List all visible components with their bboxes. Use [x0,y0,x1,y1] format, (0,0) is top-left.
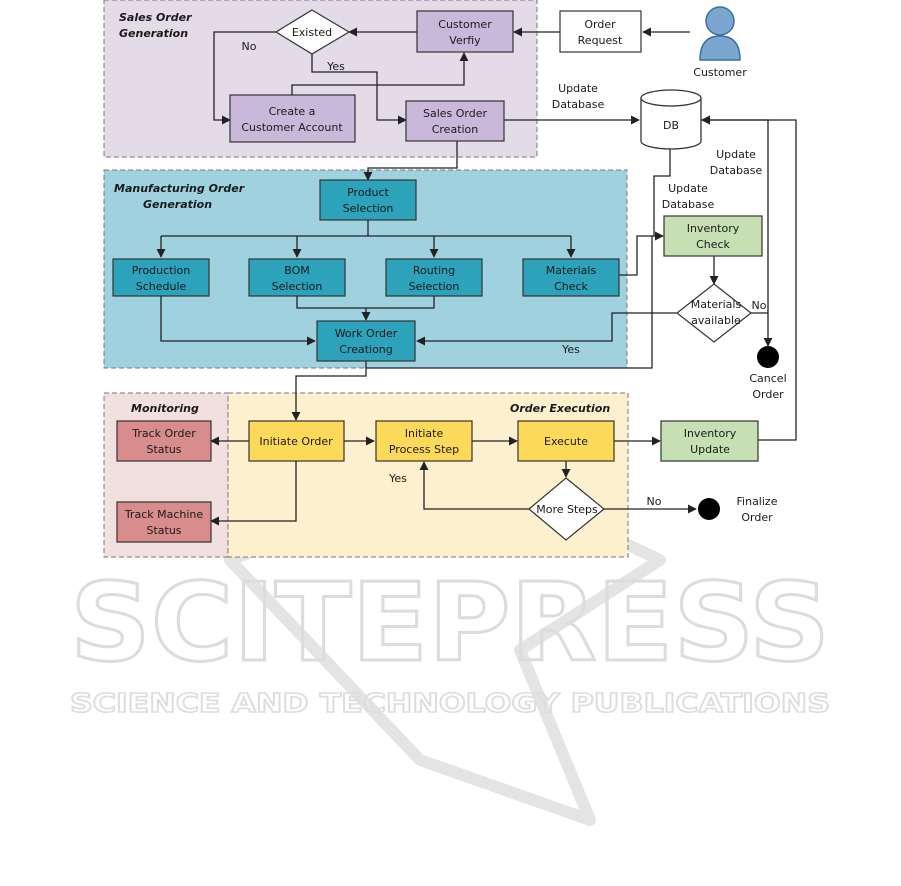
track-machine-line-1: Track Machine [124,508,204,521]
finalize-order-line-2: Order [741,511,773,524]
product-selection-line-2: Selection [343,202,394,215]
connectors [156,27,797,526]
customer-verify-line-1: Customer [438,18,492,31]
existed-no-label: No [242,40,257,53]
inventory-check-line-2: Check [696,238,730,251]
production-schedule-line-1: Production [132,264,191,277]
create-account-line-2: Customer Account [241,121,343,134]
routing-selection-line-2: Selection [409,280,460,293]
database-icon [640,89,702,150]
customer-icon [699,6,741,61]
initiate-step-box [375,420,473,462]
routing-selection-box [385,258,483,297]
customer-verify-line-2: Verfiy [449,34,481,47]
materials-check-line-2: Check [554,280,588,293]
finalize-order-terminal [698,498,720,520]
track-order-box [116,420,212,462]
track-order-line-2: Status [146,443,181,456]
more-steps-label: More Steps [536,503,598,516]
initiate-order-box [248,420,345,462]
update-db-2-line-2: Database [710,164,763,177]
execute-box [517,420,615,462]
sales-panel-title-2: Generation [119,27,188,40]
bom-selection-line-1: BOM [284,264,310,277]
track-machine-box [116,501,212,543]
initiate-step-line-1: Initiate [405,427,444,440]
materials-available-line-2: available [691,314,741,327]
materials-available-line-1: Materials [691,298,742,311]
track-order-line-1: Track Order [131,427,196,440]
materials-available-decision [676,283,752,343]
existed-label: Existed [292,26,332,39]
watermark-subtitle: SCIENCE AND TECHNOLOGY PUBLICATIONS [70,689,830,719]
track-machine-line-2: Status [146,524,181,537]
bom-selection-box [248,258,346,297]
cancel-order-line-1: Cancel [749,372,786,385]
execute-label: Execute [544,435,588,448]
manufacturing-panel-title-1: Manufacturing Order [114,182,245,195]
customer-label: Customer [693,66,747,79]
bom-selection-line-2: Selection [272,280,323,293]
db-label: DB [663,119,679,132]
work-order-line-2: Creationg [339,343,393,356]
inventory-update-line-2: Update [690,443,730,456]
order-request-line-1: Order [584,18,616,31]
update-db-1-line-2: Database [552,98,605,111]
routing-selection-line-1: Routing [413,264,455,277]
initiate-step-line-2: Process Step [389,443,459,456]
existed-decision [274,9,351,55]
watermark-title: SCITEPRESS [70,561,830,686]
watermark: SCITEPRESS SCIENCE AND TECHNOLOGY PUBLIC… [69,464,832,826]
order-request-line-2: Request [578,34,623,47]
steps-yes-label: Yes [388,472,407,485]
inventory-check-box [663,215,763,257]
work-order-box [316,320,416,362]
customer-verify-box [416,10,514,53]
sales-order-creation-line-2: Creation [432,123,479,136]
steps-no-label: No [647,495,662,508]
inventory-update-box [660,420,759,462]
order-request-box [559,10,642,53]
sales-order-creation-box [405,100,505,142]
materials-yes-label: Yes [561,343,580,356]
cancel-order-line-2: Order [752,388,784,401]
manufacturing-panel-title-2: Generation [143,198,212,211]
product-selection-box [319,179,417,221]
materials-no-label: No [752,299,767,312]
update-db-3-line-1: Update [668,182,708,195]
work-order-line-1: Work Order [335,327,398,340]
finalize-order-line-1: Finalize [737,495,778,508]
production-schedule-line-2: Schedule [136,280,187,293]
execution-panel-title: Order Execution [510,402,610,415]
monitoring-panel-title: Monitoring [131,402,199,415]
create-account-line-1: Create a [269,105,316,118]
inventory-update-line-1: Inventory [684,427,737,440]
update-db-3-line-2: Database [662,198,715,211]
more-steps-decision [528,477,605,541]
inventory-check-line-1: Inventory [687,222,740,235]
update-db-1-line-1: Update [558,82,598,95]
sales-panel-title-1: Sales Order [119,11,192,24]
existed-yes-label: Yes [326,60,345,73]
sales-order-creation-line-1: Sales Order [423,107,488,120]
cancel-order-terminal [757,346,779,368]
initiate-order-label: Initiate Order [259,435,333,448]
create-account-box [229,94,356,143]
product-selection-line-1: Product [347,186,389,199]
update-db-2-line-1: Update [716,148,756,161]
materials-check-line-1: Materials [546,264,597,277]
materials-check-box [522,258,620,297]
production-schedule-box [112,258,210,297]
